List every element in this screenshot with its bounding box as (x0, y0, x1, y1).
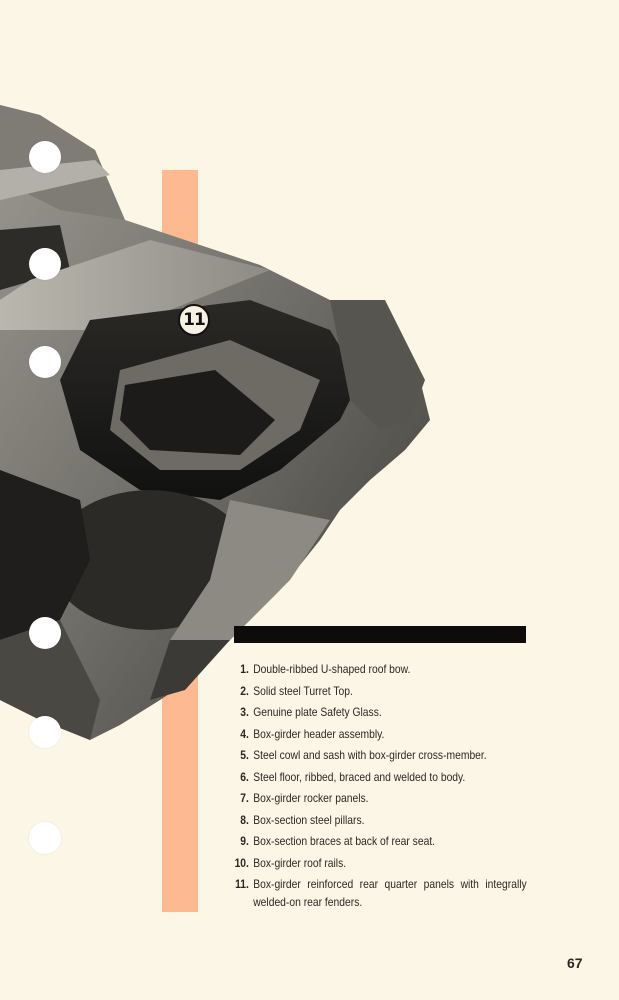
feature-item: 2. Solid steel Turret Top. (230, 682, 527, 700)
feature-text: Box-section braces at back of rear seat. (253, 834, 436, 848)
binder-hole-1 (29, 141, 61, 173)
feature-text: Double-ribbed U-shaped roof bow. (253, 662, 411, 676)
feature-text: Box-girder header assembly. (253, 726, 385, 741)
feature-item: 10. Box-girder roof rails. (230, 854, 527, 872)
feature-text: Box-girder roof rails. (253, 855, 347, 870)
feature-item: 5. Steel cowl and sash with box-girder cr… (230, 746, 527, 764)
feature-number: 4. (240, 726, 249, 741)
page-number: 67 (567, 955, 583, 971)
binder-hole-5 (29, 716, 61, 748)
car-body-illustration (0, 105, 430, 740)
binder-hole-2 (29, 248, 61, 280)
feature-number: 3. (240, 705, 249, 719)
feature-number: 10. (234, 855, 249, 870)
feature-list: 1. Double-ribbed U-shaped roof bow. 2. Sol… (230, 660, 527, 915)
binder-hole-6 (29, 822, 61, 854)
feature-number: 1. (240, 662, 249, 676)
feature-item: 11. Box-girder reinforced rear quarter pa… (230, 875, 527, 911)
feature-number: 8. (240, 812, 249, 827)
feature-item: 1. Double-ribbed U-shaped roof bow. (230, 660, 527, 678)
feature-number: 6. (240, 769, 249, 784)
feature-number: 7. (240, 791, 249, 805)
feature-item: 3. Genuine plate Safety Glass. (230, 703, 527, 721)
feature-number: 2. (240, 683, 249, 698)
binder-hole-3 (29, 346, 61, 378)
feature-item: 6. Steel floor, ribbed, braced and welded… (230, 768, 527, 786)
black-rule-bar (234, 626, 526, 643)
feature-text: Box-girder rocker panels. (253, 791, 369, 805)
feature-item: 7. Box-girder rocker panels. (230, 789, 527, 807)
feature-number: 5. (240, 748, 249, 762)
feature-text: Solid steel Turret Top. (253, 683, 353, 698)
feature-item: 8. Box-section steel pillars. (230, 811, 527, 829)
callout-badge: 11 (178, 304, 210, 336)
feature-text: Genuine plate Safety Glass. (253, 705, 382, 719)
feature-number: 9. (240, 834, 249, 848)
feature-item: 4. Box-girder header assembly. (230, 725, 527, 743)
binder-hole-4 (29, 617, 61, 649)
feature-item: 9. Box-section braces at back of rear sea… (230, 832, 527, 850)
feature-text: Box-girder reinforced rear quarter panel… (253, 877, 527, 909)
feature-number: 11. (235, 877, 249, 891)
feature-text: Steel cowl and sash with box-girder cros… (253, 748, 487, 762)
feature-text: Box-section steel pillars. (253, 812, 365, 827)
feature-text: Steel floor, ribbed, braced and welded t… (253, 769, 466, 784)
